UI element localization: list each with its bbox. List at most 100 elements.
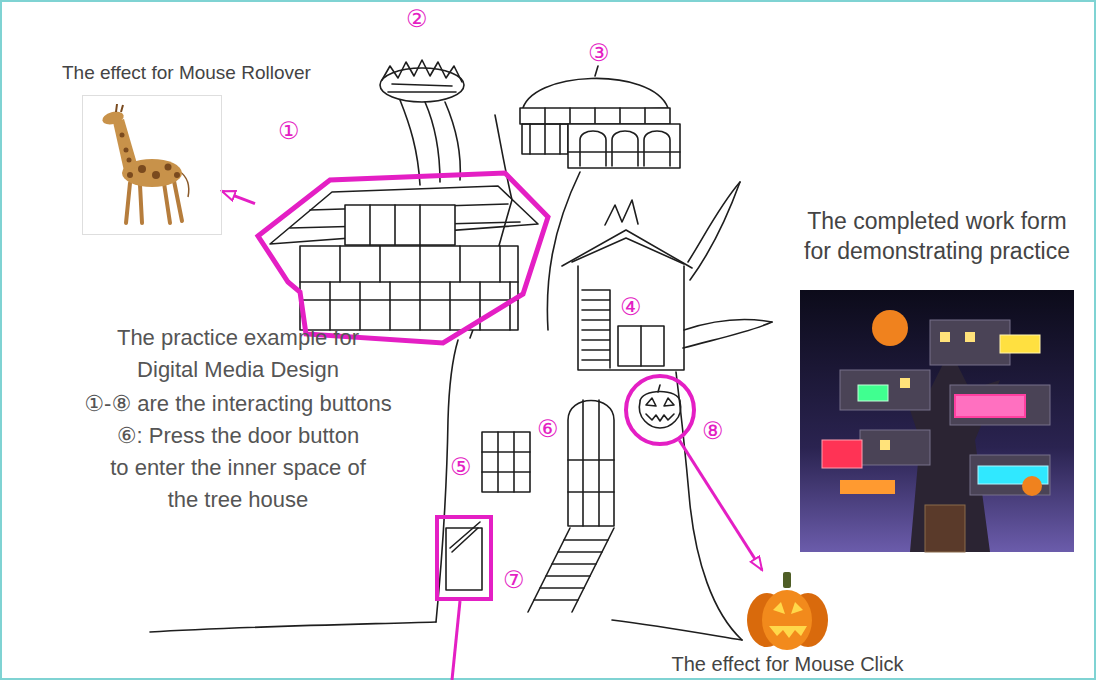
tree-house-sketch [646, 398, 674, 406]
rollover-effect-box: The effect for Mouse Rollover [82, 95, 222, 235]
tree-house-sketch [568, 401, 614, 527]
button-outline: ⑦ [435, 515, 493, 601]
completed-work-picture [950, 385, 1050, 425]
tree-house-sketch [646, 414, 674, 421]
tree-house-sketch [345, 205, 455, 245]
completed-work-picture [858, 385, 888, 401]
tree-house-sketch [676, 372, 742, 640]
giraffe-picture [138, 165, 146, 173]
tree-house-sketch [482, 432, 530, 492]
tree-house-sketch [530, 124, 560, 154]
completed-work-picture [860, 430, 930, 465]
completed-work-picture [872, 310, 908, 346]
giraffe-picture [127, 172, 133, 178]
giraffe-picture [174, 172, 180, 178]
tree-house-sketch [380, 68, 464, 102]
outline-shape [255, 170, 551, 348]
tree-house-sketch [640, 326, 642, 366]
giraffe-picture [113, 119, 138, 171]
tree-house-sketch [388, 84, 456, 92]
tree-house-sketch [612, 620, 742, 640]
note-text: The practice example for Digital Media D… [107, 322, 369, 386]
callout-number: ③ [588, 38, 610, 68]
note-text: ①-⑧ are the interacting buttons [63, 388, 413, 420]
leader-line [452, 601, 460, 680]
giraffe-picture [101, 104, 189, 223]
tree-house-sketch [595, 66, 598, 76]
tree-house-sketch [482, 432, 530, 492]
outline-shape [626, 376, 694, 444]
pumpkin-picture [747, 572, 828, 650]
completed-work-picture [965, 332, 975, 342]
leader-arrow [679, 440, 762, 570]
leader-arrow [222, 191, 255, 203]
tree-house-sketch [688, 182, 740, 262]
completed-work-picture [925, 505, 965, 552]
tree-house-sketch [562, 230, 692, 268]
tree-house-sketch [547, 172, 580, 330]
tree-house-sketch [618, 326, 664, 366]
giraffe-picture [165, 164, 172, 171]
tree-house-sketch [330, 282, 510, 330]
completed-work-picture [1022, 476, 1042, 496]
tree-house-sketch [612, 131, 638, 166]
completed-work-picture [930, 320, 1010, 365]
completed-work-picture [880, 440, 890, 450]
completed-work-photo: The completed work form for demonstratin… [800, 290, 1074, 552]
callout-number: ② [406, 4, 428, 34]
completed-work-picture [822, 440, 862, 468]
callout-number: ⑧ [702, 416, 724, 446]
tree-house-sketch [580, 131, 606, 166]
tree-house-sketch [578, 266, 684, 370]
outline-shape [624, 374, 696, 446]
tree-house-sketch [582, 290, 610, 368]
tree-house-sketch [382, 60, 462, 82]
tree-house-sketch [605, 200, 638, 225]
outline-shape [258, 173, 548, 343]
giraffe-picture [124, 148, 129, 153]
completed-work-picture [1000, 335, 1040, 353]
click-effect-box: The effect for Mouse Click [745, 570, 830, 650]
tree-house-sketch [150, 622, 436, 632]
photo-caption: The completed work form for demonstratin… [796, 206, 1078, 266]
tree-house-sketch [445, 102, 460, 180]
pumpkin-picture [769, 626, 807, 638]
tree-house-sketch [568, 151, 680, 153]
tree-house-sketch [522, 124, 568, 154]
tree-house-sketch [495, 115, 512, 200]
completed-work-picture [800, 290, 1074, 552]
pumpkin-picture [783, 572, 791, 588]
tree-house-sketch [534, 540, 608, 600]
giraffe-picture [127, 158, 132, 163]
tree-house-sketch [658, 385, 660, 392]
callout-number: ⑥ [537, 414, 559, 444]
tree-house-sketch [528, 528, 614, 612]
tree-house-sketch [370, 205, 420, 245]
completed-work-picture [840, 480, 895, 494]
completed-work-picture [940, 332, 950, 342]
tree-house-sketch [639, 392, 680, 429]
giraffe-picture [116, 104, 123, 112]
completed-work-picture [955, 395, 1025, 417]
tree-house-sketch [520, 108, 670, 124]
giraffe-picture [152, 171, 160, 179]
callout-number: ⑤ [450, 452, 472, 482]
callout-number: ① [278, 116, 300, 146]
tree-house-sketch [644, 131, 670, 166]
tree-house-sketch [300, 282, 518, 300]
completed-work-picture [840, 370, 930, 410]
tree-house-sketch [522, 78, 668, 112]
tree-house-sketch [568, 400, 614, 526]
note-text: ⑥: Press the door button to enter the in… [109, 420, 367, 516]
tree-house-sketch [683, 322, 772, 348]
tree-house-sketch [446, 528, 482, 590]
callout-number: ④ [620, 292, 642, 322]
callout-number: ⑦ [503, 565, 525, 595]
giraffe-picture [126, 181, 182, 223]
tree-house-sketch [690, 182, 740, 280]
tree-house-sketch [425, 102, 440, 182]
tree-house-sketch [545, 108, 645, 124]
tree-house-sketch [568, 124, 680, 168]
